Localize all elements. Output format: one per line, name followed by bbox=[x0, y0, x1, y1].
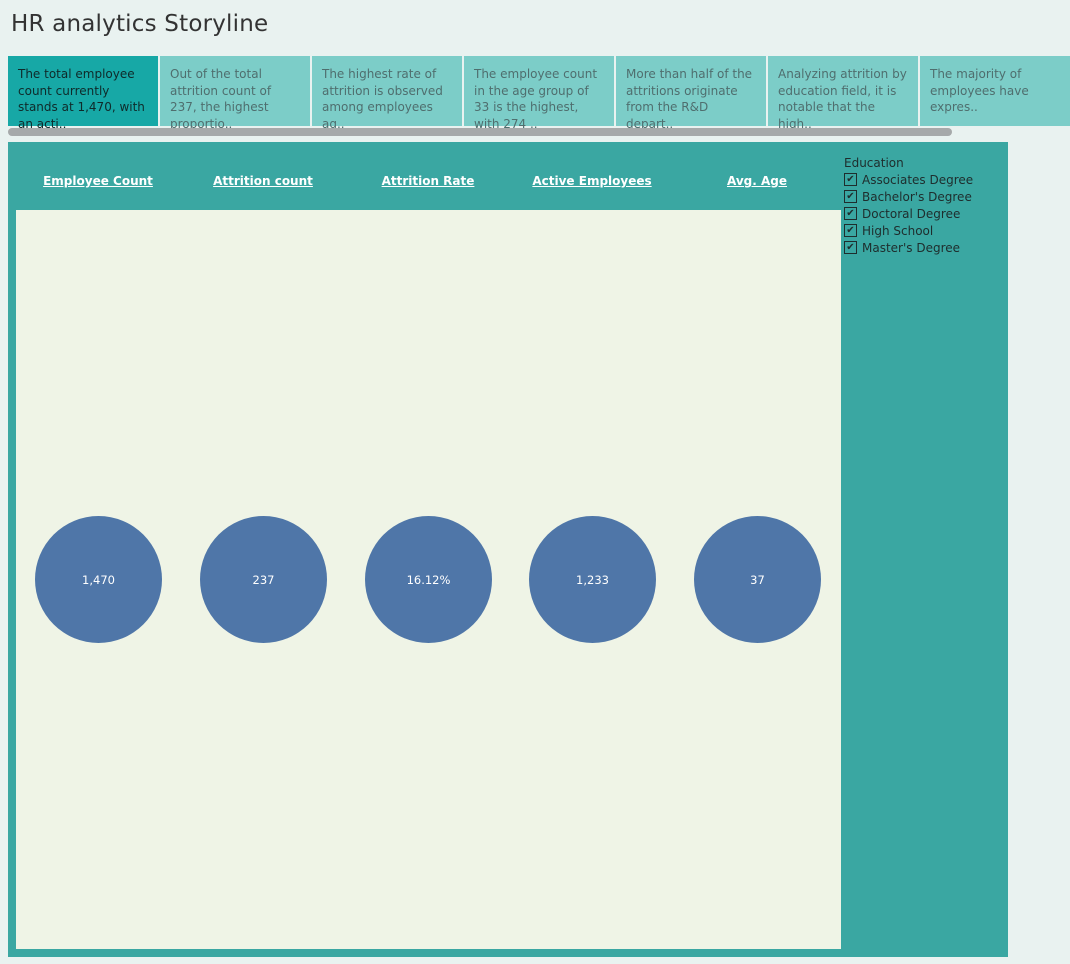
kpi-header-avg-age[interactable]: Avg. Age bbox=[726, 174, 788, 188]
checkbox-checked-icon[interactable]: ✔ bbox=[844, 207, 857, 220]
filter-item-label: Doctoral Degree bbox=[862, 206, 961, 221]
story-point-5[interactable]: More than half of the attritions origina… bbox=[616, 56, 766, 131]
story-point-6[interactable]: Analyzing attrition by education field, … bbox=[768, 56, 918, 131]
filter-item-label: Master's Degree bbox=[862, 240, 961, 255]
kpi-header-active-employees[interactable]: Active Employees bbox=[532, 174, 652, 188]
checkbox-checked-icon[interactable]: ✔ bbox=[844, 241, 857, 254]
kpi-bubble-avg-age[interactable]: 37 bbox=[694, 516, 821, 643]
story-scrollbar[interactable] bbox=[8, 128, 952, 136]
story-point-7[interactable]: The majority of employees have expres.. bbox=[920, 56, 1070, 126]
story-points-bar: The total employee count currently stand… bbox=[8, 56, 1070, 131]
checkbox-checked-icon[interactable]: ✔ bbox=[844, 173, 857, 186]
story-point-3[interactable]: The highest rate of attrition is observe… bbox=[312, 56, 462, 131]
filter-item-bachelors[interactable]: ✔ Bachelor's Degree bbox=[844, 188, 1004, 205]
kpi-header-attrition-rate[interactable]: Attrition Rate bbox=[381, 174, 475, 188]
story-point-2[interactable]: Out of the total attrition count of 237,… bbox=[160, 56, 310, 131]
filter-item-doctoral[interactable]: ✔ Doctoral Degree bbox=[844, 205, 1004, 222]
kpi-bubble-attrition-count[interactable]: 237 bbox=[200, 516, 327, 643]
kpi-header-employee-count[interactable]: Employee Count bbox=[43, 174, 153, 188]
education-filter-title: Education bbox=[844, 156, 904, 170]
filter-item-label: Associates Degree bbox=[862, 172, 974, 187]
filter-item-label: High School bbox=[862, 223, 934, 238]
filter-item-high-school[interactable]: ✔ High School bbox=[844, 222, 1004, 239]
checkbox-checked-icon[interactable]: ✔ bbox=[844, 224, 857, 237]
story-point-1[interactable]: The total employee count currently stand… bbox=[8, 56, 158, 131]
dashboard-title: HR analytics Storyline bbox=[11, 11, 269, 37]
filter-item-label: Bachelor's Degree bbox=[862, 189, 972, 204]
kpi-bubble-employee-count[interactable]: 1,470 bbox=[35, 516, 162, 643]
kpi-bubble-attrition-rate[interactable]: 16.12% bbox=[365, 516, 492, 643]
education-filter: Education ✔ Associates Degree ✔ Bachelor… bbox=[844, 156, 1004, 256]
filter-item-masters[interactable]: ✔ Master's Degree bbox=[844, 239, 1004, 256]
filter-item-associates[interactable]: ✔ Associates Degree bbox=[844, 171, 1004, 188]
kpi-header-attrition-count[interactable]: Attrition count bbox=[213, 174, 313, 188]
checkbox-checked-icon[interactable]: ✔ bbox=[844, 190, 857, 203]
story-point-4[interactable]: The employee count in the age group of 3… bbox=[464, 56, 614, 131]
kpi-bubble-active-employees[interactable]: 1,233 bbox=[529, 516, 656, 643]
